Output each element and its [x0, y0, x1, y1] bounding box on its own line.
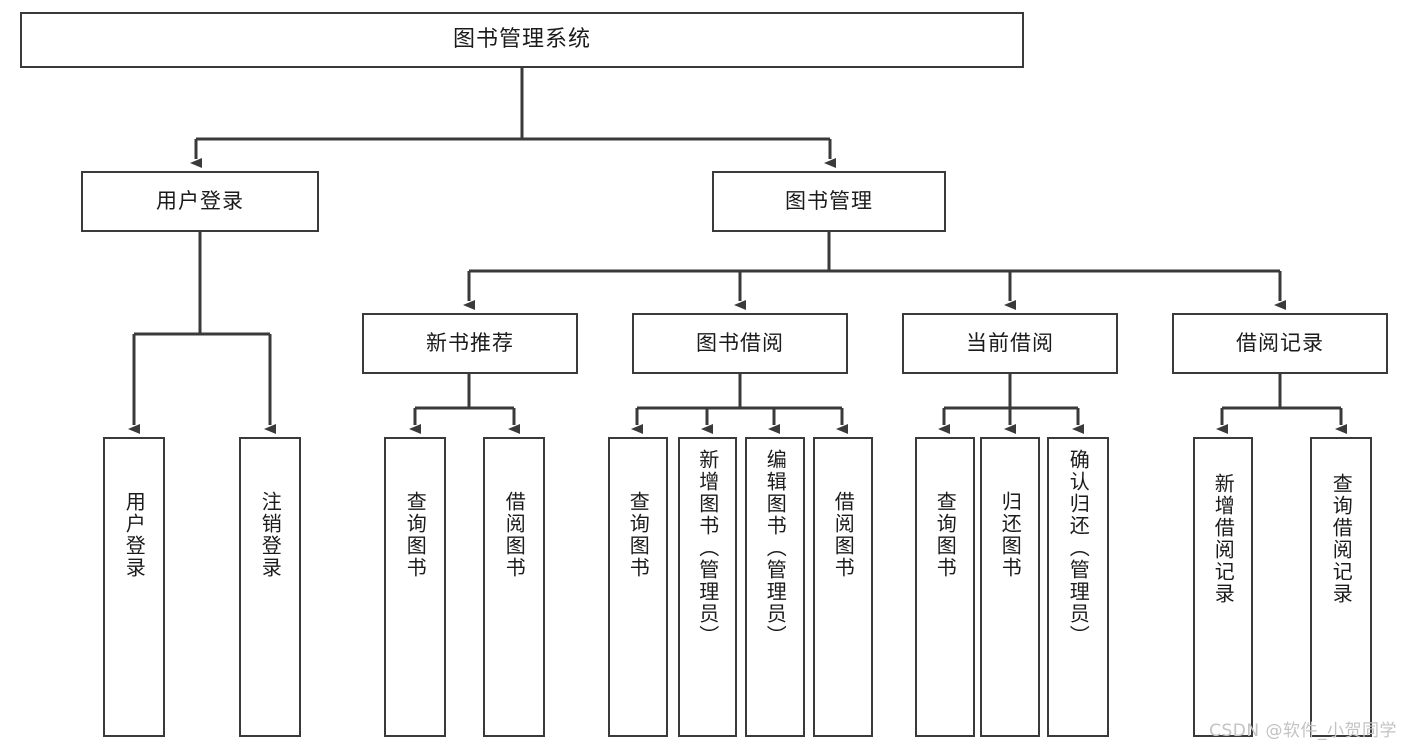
leaf-label: 借阅图书: [502, 491, 527, 579]
node-book-borrow[interactable]: 图书借阅: [632, 313, 848, 374]
node-label: 图书管理系统: [452, 26, 591, 52]
node-book-management[interactable]: 图书管理: [712, 171, 946, 232]
node-root-book-management-system[interactable]: 图书管理系统: [20, 12, 1024, 68]
leaf-new-book-borrow-book[interactable]: 借阅图书: [483, 437, 545, 737]
leaf-label: 用户登录: [122, 491, 147, 579]
leaf-label: 归还图书: [998, 491, 1023, 579]
leaf-borrow-record-query-record[interactable]: 查询借阅记录: [1310, 437, 1372, 737]
node-borrow-record[interactable]: 借阅记录: [1172, 313, 1388, 374]
leaf-label: 查询借阅记录: [1329, 473, 1354, 605]
leaf-book-borrow-add-book-admin[interactable]: 新增图书（管理员）: [678, 437, 737, 737]
leaf-label: 查询图书: [626, 491, 651, 579]
leaf-current-borrow-confirm-return-admin[interactable]: 确认归还（管理员）: [1047, 437, 1109, 737]
leaf-current-borrow-query-book[interactable]: 查询图书: [915, 437, 975, 737]
node-current-borrow[interactable]: 当前借阅: [902, 313, 1118, 374]
node-label: 图书管理: [785, 188, 873, 213]
leaf-label: 查询图书: [403, 491, 428, 579]
node-label: 新书推荐: [426, 330, 514, 355]
node-label: 用户登录: [156, 188, 244, 213]
leaf-book-borrow-edit-book-admin[interactable]: 编辑图书（管理员）: [745, 437, 805, 737]
leaf-label: 查询图书: [933, 491, 958, 579]
leaf-label: 编辑图书（管理员）: [763, 449, 788, 647]
leaf-user-login-logout[interactable]: 注销登录: [239, 437, 301, 737]
leaf-label: 新增借阅记录: [1211, 473, 1236, 605]
leaf-book-borrow-borrow-book[interactable]: 借阅图书: [813, 437, 873, 737]
leaf-new-book-query-book[interactable]: 查询图书: [384, 437, 446, 737]
leaf-current-borrow-return-book[interactable]: 归还图书: [980, 437, 1040, 737]
leaf-label: 确认归还（管理员）: [1066, 449, 1091, 647]
leaf-user-login-login[interactable]: 用户登录: [103, 437, 165, 737]
leaf-label: 借阅图书: [831, 491, 856, 579]
leaf-book-borrow-query-book[interactable]: 查询图书: [608, 437, 668, 737]
leaf-label: 注销登录: [258, 491, 283, 579]
node-label: 借阅记录: [1236, 330, 1324, 355]
leaf-label: 新增图书（管理员）: [695, 449, 720, 647]
node-user-login[interactable]: 用户登录: [81, 171, 319, 232]
node-label: 当前借阅: [966, 330, 1054, 355]
node-label: 图书借阅: [696, 330, 784, 355]
node-new-book-recommend[interactable]: 新书推荐: [362, 313, 578, 374]
leaf-borrow-record-add-record[interactable]: 新增借阅记录: [1193, 437, 1253, 737]
